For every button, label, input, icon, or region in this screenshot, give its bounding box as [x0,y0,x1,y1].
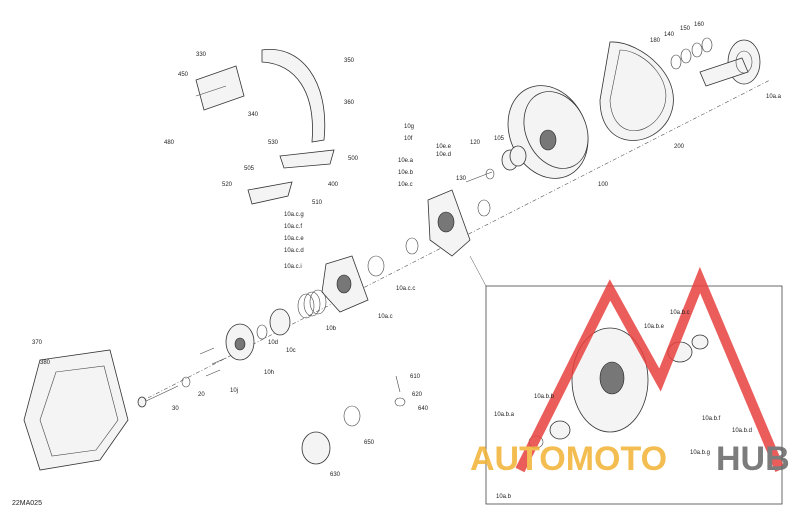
callout-label: 10a.c.i [284,264,302,270]
callout-label: 10a.b.c [670,310,690,316]
callout-label: 10g [404,124,414,130]
upper-belt-guard [261,48,326,143]
svg-text:HUB: HUB [716,440,790,478]
callout-label: 20 [198,392,205,398]
callout-label: 10a.c.d [284,248,304,254]
callout-label: 650 [364,440,375,446]
svg-text:AUTOMOTO: AUTOMOTO [470,440,667,478]
callout-label: 10a.a [766,94,782,100]
shaft-washers [670,37,713,70]
callout-label: 450 [178,72,189,78]
drive-belt [599,41,674,141]
callout-label: 10a.c [378,314,393,320]
callout-label: 380 [40,360,51,366]
callout-label: 330 [196,52,207,58]
bearing [501,145,527,171]
callout-label: 180 [650,38,661,44]
callout-label: 10a.c.e [284,236,304,242]
callout-label: 150 [680,26,691,32]
long-bolt [137,376,191,408]
callout-label: 130 [456,176,467,182]
inset-callout-labels: 10a.b.c 10a.b.e 10a.b.b 10a.b.a 10a.b.f 10a.b… [494,310,752,500]
callout-label: 510 [312,200,323,206]
callout-label: 640 [418,406,429,412]
callout-label: 10e.d [436,152,451,158]
driven-pulley [507,85,589,179]
callout-label: 10j [230,388,238,394]
callout-label: 30 [172,406,179,412]
callout-label: 480 [164,140,175,146]
compression-spring [297,289,327,319]
callout-label: 10c [286,348,296,354]
callout-label: 100 [598,182,609,188]
callout-label: 200 [674,144,685,150]
callout-label: 10d [268,340,278,346]
callout-label: 10a.c.f [284,224,302,230]
callout-label: 530 [268,140,279,146]
guard-bracket [195,65,245,111]
callout-label: 10e.a [398,158,414,164]
spring-cover [225,323,255,361]
callout-label: 10a.c.g [284,212,304,218]
retaining-ring [256,324,268,340]
callout-label: 500 [348,156,359,162]
callout-label: 400 [328,182,339,188]
callout-label: 370 [32,340,43,346]
callout-label: 10f [404,136,413,142]
callout-label: 10a.b [496,494,512,500]
spring-seat [269,308,291,336]
callout-label: 360 [344,100,355,106]
callout-label: 350 [344,58,355,64]
callout-label: 10a.b.d [732,428,752,434]
spider-assembly [321,255,369,313]
callout-label: 10h [264,370,274,376]
callout-label: 105 [494,136,505,142]
callout-label: 10a.c.c [396,286,415,292]
callout-label: 140 [664,32,675,38]
callout-label: 10a.b.g [690,450,710,456]
callout-label: 10e.e [436,144,452,150]
callout-label: 10e.b [398,170,414,176]
small-hardware [301,375,406,465]
pulley-shaft [699,39,761,87]
callout-label: 10a.b.a [494,412,515,418]
lower-belt-guard [23,349,129,471]
callout-label: 120 [470,140,481,146]
callout-label: 10a.b.f [702,416,721,422]
callout-label: 520 [222,182,233,188]
watermark: AUTOMOTO HUB [470,266,790,478]
callout-label: 630 [330,472,341,478]
sheave-rings [367,199,491,277]
fixed-sheave [427,189,471,257]
diagram-reference-code: 22MA025 [12,500,42,507]
cover-bolts [199,347,227,377]
callout-label: 160 [694,22,705,28]
support-brackets [247,149,335,205]
callout-label: 10b [326,326,337,332]
callout-label: 620 [412,392,423,398]
callout-label: 610 [410,374,421,380]
callout-label: 10e.c [398,182,413,188]
callout-label: 505 [244,166,255,172]
callout-label: 340 [248,112,259,118]
hub-bolts [465,168,495,183]
callout-labels: 330 450 350 360 340 480 530 500 505 400 520 510 10g 1… [32,22,782,478]
callout-label: 10a.b.b [534,394,555,400]
callout-label: 10a.b.e [644,324,665,330]
